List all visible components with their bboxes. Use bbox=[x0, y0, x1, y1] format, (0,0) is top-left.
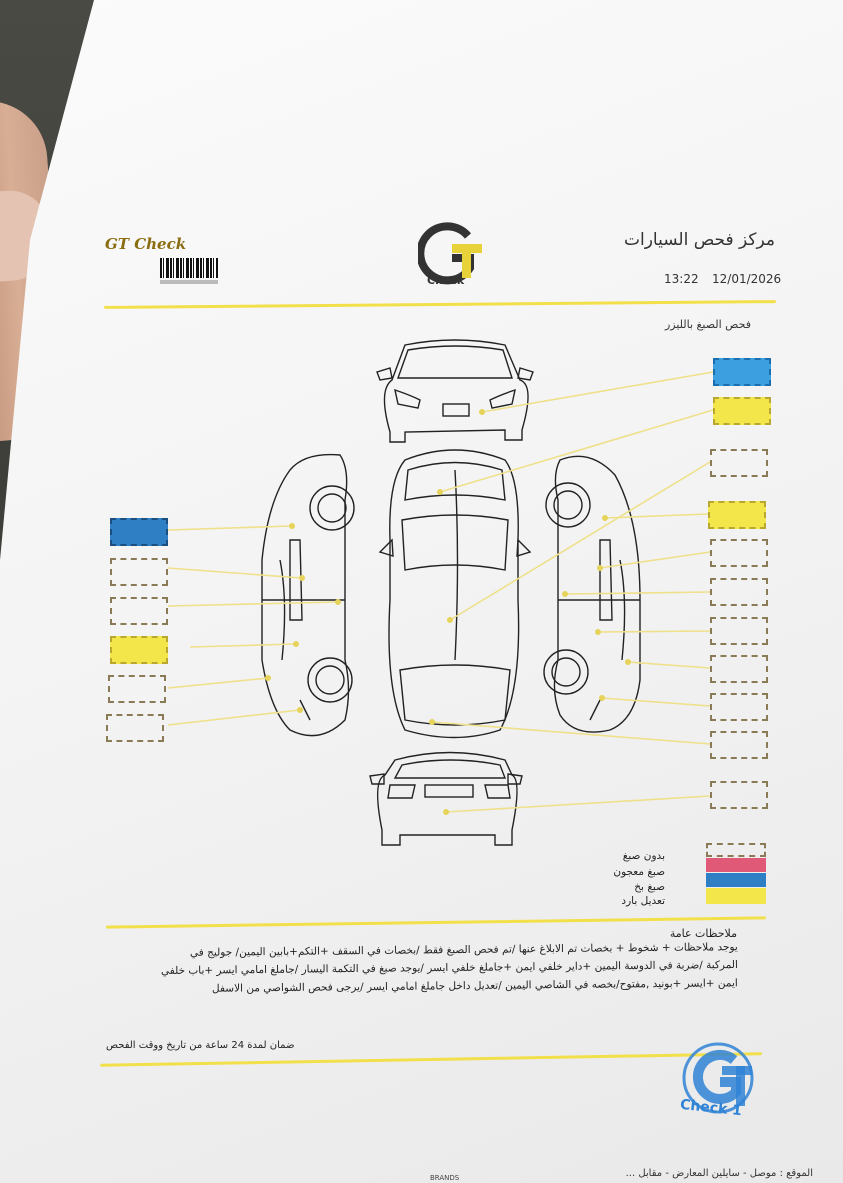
legend-swatch-spray-paint bbox=[706, 873, 766, 887]
panel-box-right-rear-door bbox=[710, 617, 768, 645]
legend-label-spray-paint: صبغ بخ bbox=[634, 881, 665, 893]
warranty-text: ضمان لمدة 24 ساعة من تاريخ ووقت الفحص bbox=[106, 1040, 295, 1051]
legend-swatch-putty-paint bbox=[706, 858, 766, 872]
legend-label-putty-paint: صبغ معجون bbox=[613, 866, 665, 878]
panel-box-front-bumper bbox=[713, 358, 771, 386]
center-name: مركز فحص السيارات bbox=[623, 230, 775, 250]
legend-label-cold-repair: تعديل بارد bbox=[621, 895, 665, 907]
footer-location: الموقع : موصل - سايلين المعارض - مقابل .… bbox=[625, 1168, 813, 1179]
legend-swatch-cold-repair bbox=[706, 888, 766, 904]
panel-box-left-rear-door bbox=[110, 636, 168, 664]
panel-box-right-sill bbox=[710, 578, 768, 606]
panel-box-trunk bbox=[710, 731, 768, 759]
panel-box-left-sill bbox=[110, 597, 168, 625]
car-left-side-view bbox=[261, 453, 355, 737]
company-stamp bbox=[682, 1042, 754, 1114]
panel-box-right-rear-quarter bbox=[710, 693, 768, 721]
panel-box-right-front-door bbox=[710, 539, 768, 567]
gt-center-logo bbox=[418, 222, 482, 285]
legend-swatch-no-paint bbox=[706, 843, 766, 857]
logo-text: GT Check bbox=[105, 235, 187, 253]
barcode-icon bbox=[160, 258, 218, 278]
car-right-side-view bbox=[543, 455, 641, 733]
panel-box-left-rear-fender bbox=[108, 675, 166, 703]
inspection-time: 13:22 bbox=[664, 272, 699, 286]
panel-box-left-rear-quarter bbox=[106, 714, 164, 742]
footer-brands: BRANDS bbox=[430, 1174, 460, 1182]
panel-box-left-front-fender bbox=[110, 518, 168, 546]
section-title: فحص الصبغ بالليزر bbox=[664, 318, 751, 331]
gt-check-logo: GT Check bbox=[105, 234, 186, 253]
car-front-view bbox=[376, 339, 534, 443]
center-logo-text: Check bbox=[427, 274, 465, 287]
legend-label-no-paint: بدون صبغ bbox=[622, 850, 665, 862]
panel-box-left-front-door bbox=[110, 558, 168, 586]
car-top-view bbox=[378, 449, 532, 739]
notes-title: ملاحظات عامة bbox=[669, 927, 737, 940]
inspection-date: 12/01/2026 bbox=[712, 272, 782, 286]
barcode-caption bbox=[160, 280, 218, 284]
panel-box-right-front-fender bbox=[708, 501, 766, 529]
panel-box-roof bbox=[710, 449, 768, 477]
panel-box-right-rear-fender bbox=[710, 655, 768, 683]
panel-box-rear-bumper bbox=[710, 781, 768, 809]
panel-box-hood bbox=[713, 397, 771, 425]
